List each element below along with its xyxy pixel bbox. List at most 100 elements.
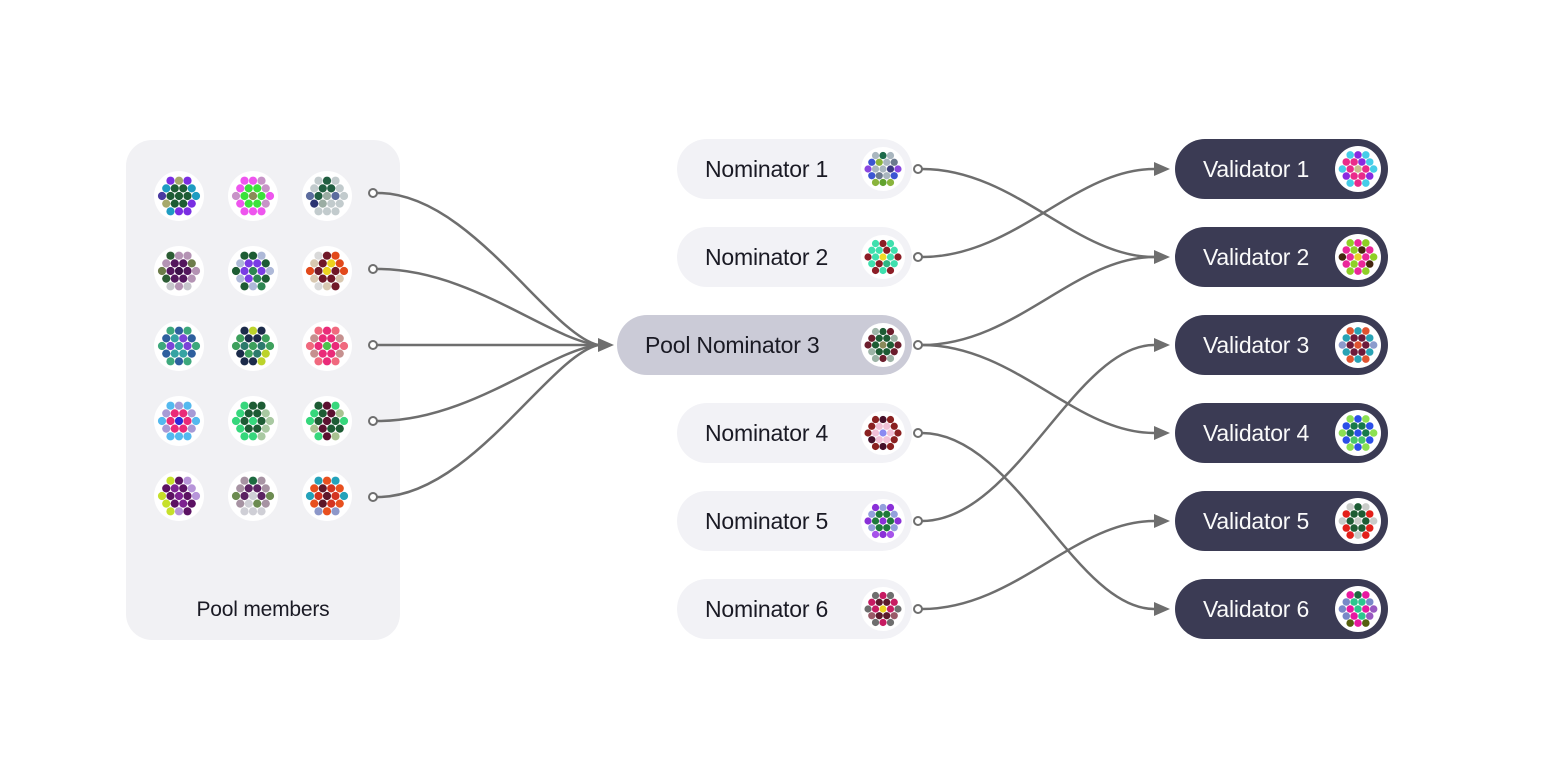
validator-label: Validator 5 xyxy=(1203,507,1310,534)
pool-member xyxy=(154,246,204,296)
pool-member-identicon xyxy=(302,321,352,371)
nomination-line xyxy=(920,167,1156,259)
pool-members-panel: Pool members xyxy=(126,140,400,640)
nomination-line xyxy=(920,343,1156,435)
validator-pill: Validator 2 xyxy=(1175,227,1388,287)
validator-pill: Validator 5 xyxy=(1175,491,1388,551)
connector-node xyxy=(913,164,923,174)
connector-node xyxy=(368,264,378,274)
pool-member xyxy=(302,396,352,446)
nominator-label: Nominator 2 xyxy=(705,243,829,270)
pool-member xyxy=(228,321,278,371)
validator-label: Validator 4 xyxy=(1203,419,1310,446)
validator-identicon xyxy=(1335,322,1381,368)
nominator-pill: Nominator 1 xyxy=(677,139,912,199)
validator-label: Validator 3 xyxy=(1203,331,1310,358)
nominator-identicon xyxy=(861,235,905,279)
pool-member xyxy=(154,471,204,521)
pool-member xyxy=(228,246,278,296)
pool-member-identicon xyxy=(302,246,352,296)
connector-node xyxy=(368,188,378,198)
pool-member xyxy=(302,471,352,521)
arrowhead-icon xyxy=(1154,602,1170,616)
pool-member xyxy=(154,321,204,371)
pool-member xyxy=(302,321,352,371)
nominator-identicon xyxy=(861,411,905,455)
validator-identicon xyxy=(1335,586,1381,632)
validator-label: Validator 6 xyxy=(1203,595,1310,622)
connector-node xyxy=(913,252,923,262)
nominator-pill: Nominator 2 xyxy=(677,227,912,287)
pool-member-identicon xyxy=(228,321,278,371)
validator-pill: Validator 3 xyxy=(1175,315,1388,375)
validator-pill: Validator 1 xyxy=(1175,139,1388,199)
connector-node xyxy=(368,492,378,502)
nomination-line xyxy=(920,255,1156,347)
pool-member-identicon xyxy=(154,246,204,296)
pool-member-identicon xyxy=(228,171,278,221)
pool-member-identicon xyxy=(228,396,278,446)
pool-members-label: Pool members xyxy=(196,598,330,621)
pool-member-identicon xyxy=(154,396,204,446)
pool-member xyxy=(228,171,278,221)
pool-member-identicon xyxy=(154,471,204,521)
pool-nominator-pill: Pool Nominator 3 xyxy=(617,315,912,375)
pool-member-identicon xyxy=(302,171,352,221)
pool-connection-line xyxy=(376,343,600,423)
nominator-label: Nominator 6 xyxy=(705,595,829,622)
validator-pill: Validator 4 xyxy=(1175,403,1388,463)
nominator-pill: Nominator 6 xyxy=(677,579,912,639)
pool-member xyxy=(154,396,204,446)
validator-identicon xyxy=(1335,410,1381,456)
arrowhead-icon xyxy=(598,338,614,352)
nominator-identicon xyxy=(861,323,905,367)
arrowhead-icon xyxy=(1154,250,1170,264)
pool-member-identicon xyxy=(228,471,278,521)
nominator-pill: Nominator 5 xyxy=(677,491,912,551)
connector-node xyxy=(368,340,378,350)
pool-member-identicon xyxy=(154,321,204,371)
arrowhead-icon xyxy=(1154,162,1170,176)
nominator-label: Nominator 1 xyxy=(705,155,829,182)
pool-member xyxy=(228,396,278,446)
validator-pill: Validator 6 xyxy=(1175,579,1388,639)
nominator-label: Pool Nominator 3 xyxy=(645,331,820,358)
pool-member-identicon xyxy=(228,246,278,296)
nominator-identicon xyxy=(861,587,905,631)
connector-node xyxy=(368,416,378,426)
connector-node xyxy=(913,428,923,438)
nomination-line xyxy=(920,343,1156,523)
pool-member-identicon xyxy=(154,171,204,221)
validator-label: Validator 1 xyxy=(1203,155,1310,182)
connector-node xyxy=(913,516,923,526)
validator-identicon xyxy=(1335,146,1381,192)
arrowhead-icon xyxy=(1154,514,1170,528)
nominator-label: Nominator 5 xyxy=(705,507,829,534)
pool-member-identicon xyxy=(302,471,352,521)
pool-member-identicon xyxy=(302,396,352,446)
arrowhead-icon xyxy=(1154,338,1170,352)
validator-identicon xyxy=(1335,234,1381,280)
nominator-identicon xyxy=(861,499,905,543)
nominator-identicon xyxy=(861,147,905,191)
nomination-line xyxy=(920,431,1156,611)
pool-connection-line xyxy=(376,191,600,347)
arrowhead-icon xyxy=(1154,426,1170,440)
pool-member xyxy=(228,471,278,521)
nominator-label: Nominator 4 xyxy=(705,419,829,446)
pool-member xyxy=(302,246,352,296)
validator-identicon xyxy=(1335,498,1381,544)
pool-connection-line xyxy=(376,343,600,499)
pool-members-grid xyxy=(154,171,352,521)
nomination-line xyxy=(920,519,1156,611)
nominator-pill: Nominator 4 xyxy=(677,403,912,463)
connector-node xyxy=(913,604,923,614)
pool-member xyxy=(302,171,352,221)
pool-member xyxy=(154,171,204,221)
connector-node xyxy=(913,340,923,350)
validator-label: Validator 2 xyxy=(1203,243,1310,270)
